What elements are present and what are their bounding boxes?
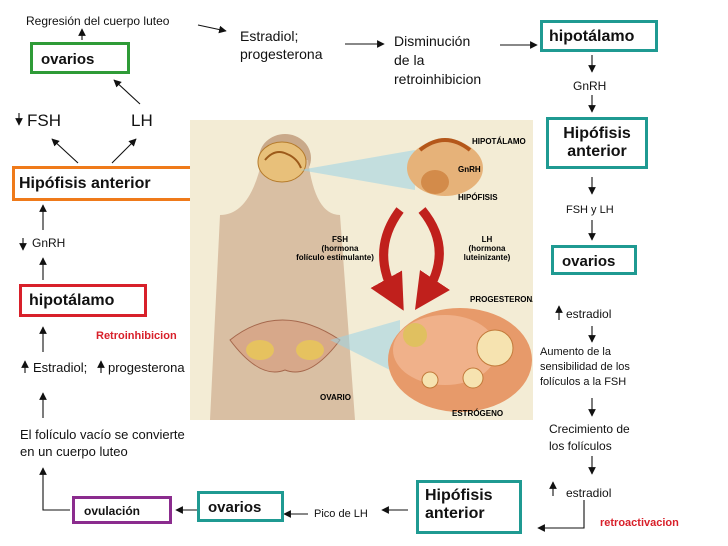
gnrh-label-right: GnRH bbox=[573, 79, 607, 93]
ovulacion-box: ovulación bbox=[72, 496, 172, 524]
arrow-hipofisis-to-fsh bbox=[51, 138, 79, 164]
illus-ovario: OVARIO bbox=[320, 393, 351, 402]
illus-hipofisis: HIPÓFISIS bbox=[458, 193, 498, 202]
reproductive-illustration: HIPOTÁLAMO GnRH HIPÓFISIS FSH (hormona f… bbox=[190, 120, 538, 420]
ovarios-box-bottom: ovarios bbox=[197, 491, 284, 522]
hipotalamo-box-right: hipotálamo bbox=[540, 20, 658, 52]
arrow-regresion-to-estradiol bbox=[197, 24, 227, 34]
aumento-line2: sensibilidad de los bbox=[540, 361, 630, 373]
arrow-retroactivacion bbox=[537, 500, 585, 532]
aumento-line3: folículos a la FSH bbox=[540, 376, 627, 388]
crecimiento-line2: los folículos bbox=[549, 439, 612, 453]
illus-fsh-line2: (hormona bbox=[322, 244, 359, 253]
hipotalamo-box-left: hipotálamo bbox=[19, 284, 147, 317]
illustration-drawing: HIPOTÁLAMO GnRH HIPÓFISIS FSH (hormona f… bbox=[210, 134, 538, 420]
retroactivacion-label: retroactivacion bbox=[600, 517, 679, 529]
disminucion-line3: retroinhibicion bbox=[394, 71, 482, 87]
crecimiento-line1: Crecimiento de bbox=[549, 422, 630, 436]
estradiol2-label-right: estradiol bbox=[566, 486, 612, 500]
lh-label: LH bbox=[131, 111, 153, 130]
aumento-line1: Aumento de la bbox=[540, 346, 611, 358]
pico-lh-label: Pico de LH bbox=[314, 508, 368, 520]
illus-estrogeno: ESTRÓGENO bbox=[452, 409, 503, 418]
illus-fsh-line3: folículo estimulante) bbox=[296, 253, 374, 262]
hipofisis-bottom-line2: anterior bbox=[425, 505, 485, 522]
progesterona-label-left: progesterona bbox=[108, 360, 185, 375]
regresion-label: Regresión del cuerpo luteo bbox=[26, 14, 170, 28]
hipofisis-right-line1: Hipófisis bbox=[563, 125, 631, 142]
estradiol-top-line2: progesterona bbox=[240, 46, 323, 62]
cuerpo-luteo-line2: en un cuerpo luteo bbox=[20, 444, 128, 459]
cuerpo-luteo-line1: El folículo vacío se convierte bbox=[20, 427, 185, 442]
hipofisis-box-bottom: Hipófisis anterior bbox=[416, 480, 522, 534]
arrow-hipofisis-to-lh bbox=[111, 138, 137, 164]
retroinhibicion-label: Retroinhibicion bbox=[96, 330, 177, 342]
estradiol-label-left: Estradiol; bbox=[33, 360, 88, 375]
hipofisis-box-left: Hipófisis anterior bbox=[12, 166, 220, 201]
hipofisis-right-line2: anterior bbox=[567, 143, 627, 160]
illus-gnrh: GnRH bbox=[458, 165, 481, 174]
illus-lh-line3: luteinizante) bbox=[464, 253, 511, 262]
estradiol-top-line1: Estradiol; bbox=[240, 28, 299, 44]
hipofisis-bottom-line1: Hipófisis bbox=[425, 487, 493, 504]
illus-lh-line2: (hormona bbox=[469, 244, 506, 253]
ovarios-box-left: ovarios bbox=[30, 42, 130, 74]
illus-progesterona: PROGESTERONA bbox=[470, 295, 533, 304]
illus-lh-line1: LH bbox=[482, 235, 493, 244]
arrow-lh-to-ovarios bbox=[113, 79, 141, 105]
fsh-label: FSH bbox=[27, 111, 61, 130]
estradiol-label-right: estradiol bbox=[566, 307, 612, 321]
fsh-lh-label: FSH y LH bbox=[566, 204, 614, 216]
disminucion-line2: de la bbox=[394, 52, 425, 68]
hipofisis-box-right: Hipófisis anterior bbox=[546, 117, 648, 169]
illus-fsh-line1: FSH bbox=[332, 235, 348, 244]
gnrh-label-left: GnRH bbox=[32, 236, 66, 250]
arrow-ovulacion-to-cuerpo bbox=[39, 467, 70, 511]
disminucion-line1: Disminución bbox=[394, 33, 471, 49]
ovarios-box-right: ovarios bbox=[551, 245, 637, 275]
illus-hipotalamo: HIPOTÁLAMO bbox=[472, 137, 526, 146]
